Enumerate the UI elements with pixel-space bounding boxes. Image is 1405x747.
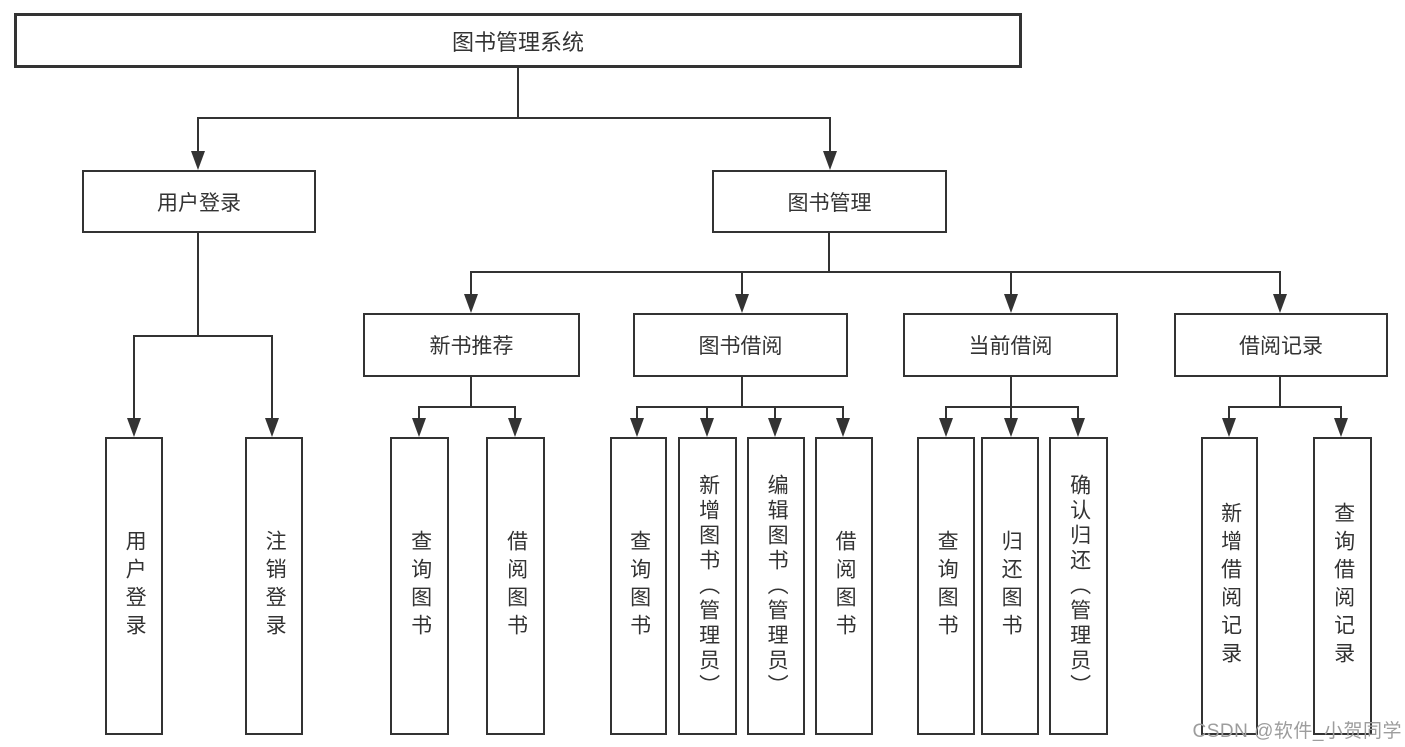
edge-borrowrecords-to-leaves	[1228, 376, 1342, 420]
leaf-return-books-label: 归还图书	[999, 530, 1023, 642]
leaf-borrow-books-recommend: 借阅图书	[486, 437, 545, 735]
leaf-query-books-current: 查询图书	[917, 437, 975, 735]
leaf-borrow-books-borrow-label: 借阅图书	[833, 530, 857, 642]
leaf-user-login: 用户登录	[105, 437, 163, 735]
leaf-confirm-return-admin: 确认归还（管理员）	[1049, 437, 1108, 735]
csdn-watermark: CSDN @软件_小贺同学	[1192, 721, 1402, 742]
node-user-login-label: 用户登录	[157, 191, 241, 215]
leaf-query-books-borrow: 查询图书	[610, 437, 667, 735]
leaf-query-borrow-record: 查询借阅记录	[1313, 437, 1372, 735]
leaf-edit-book-admin: 编辑图书（管理员）	[747, 437, 805, 735]
node-library-system-label: 图书管理系统	[451, 29, 584, 55]
leaf-add-book-admin-label: 新增图书（管理员）	[696, 473, 720, 699]
node-user-login: 用户登录	[82, 170, 316, 233]
node-book-borrow: 图书借阅	[633, 313, 848, 377]
leaf-query-books-borrow-label: 查询图书	[627, 530, 651, 642]
arrowheads	[127, 151, 1348, 437]
node-current-borrow: 当前借阅	[903, 313, 1118, 377]
node-current-borrow-label: 当前借阅	[968, 335, 1053, 358]
leaf-query-books-current-label: 查询图书	[935, 530, 959, 642]
leaf-add-book-admin: 新增图书（管理员）	[678, 437, 737, 735]
leaf-edit-book-admin-label: 编辑图书（管理员）	[765, 473, 789, 699]
leaf-logout: 注销登录	[245, 437, 303, 735]
leaf-borrow-books-borrow: 借阅图书	[815, 437, 873, 735]
node-borrow-records: 借阅记录	[1174, 313, 1388, 377]
edge-root-to-level2	[197, 67, 831, 153]
node-book-management: 图书管理	[712, 170, 947, 233]
edge-bookborrow-to-leaves	[636, 376, 844, 420]
edge-userlogin-to-leaves	[133, 232, 273, 420]
node-new-book-recommend-label: 新书推荐	[429, 335, 514, 358]
leaf-query-books-recommend-label: 查询图书	[408, 530, 432, 642]
node-library-system: 图书管理系统	[14, 13, 1022, 68]
leaf-logout-label: 注销登录	[263, 530, 287, 642]
node-new-book-recommend: 新书推荐	[363, 313, 580, 377]
leaf-add-borrow-record: 新增借阅记录	[1201, 437, 1258, 735]
leaf-add-borrow-record-label: 新增借阅记录	[1218, 502, 1242, 670]
leaf-borrow-books-recommend-label: 借阅图书	[504, 530, 528, 642]
edge-currentborrow-to-leaves	[945, 376, 1079, 420]
leaf-query-books-recommend: 查询图书	[390, 437, 449, 735]
edge-bookmgmt-to-level3	[470, 232, 1281, 296]
leaf-query-borrow-record-label: 查询借阅记录	[1331, 502, 1355, 670]
node-borrow-records-label: 借阅记录	[1239, 335, 1323, 358]
leaf-user-login-label: 用户登录	[123, 530, 147, 642]
edge-newbook-to-leaves	[418, 376, 516, 420]
leaf-confirm-return-admin-label: 确认归还（管理员）	[1067, 473, 1091, 699]
leaf-return-books: 归还图书	[981, 437, 1039, 735]
node-book-management-label: 图书管理	[787, 191, 872, 215]
node-book-borrow-label: 图书借阅	[698, 335, 783, 358]
